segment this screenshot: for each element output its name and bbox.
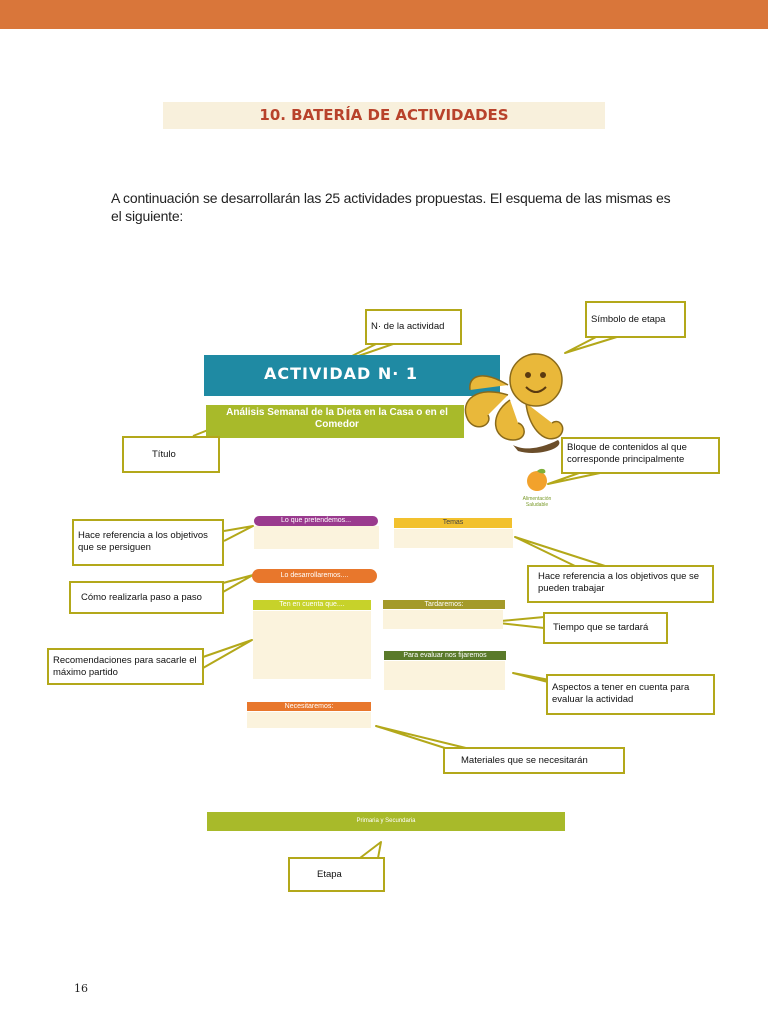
- pointer-objetivos: [224, 526, 253, 541]
- callout-num-actividad: N· de la actividad: [365, 309, 462, 345]
- healthy-eating-logo-icon: [525, 467, 549, 493]
- healthy-eating-logo-text: Alimentación Saludable: [514, 496, 560, 508]
- callout-materiales: Materiales que se necesitarán: [443, 747, 625, 774]
- callout-objetivos-trabajar: Hace referencia a los objetivos que se p…: [527, 565, 714, 603]
- field-tardaremos-box: [383, 610, 503, 629]
- field-necesitaremos-box: [247, 712, 371, 728]
- field-temas-label: Temas: [394, 518, 512, 528]
- activity-title-label: Análisis Semanal de la Dieta en la Casa …: [206, 407, 468, 431]
- callout-bloque-contenidos: Bloque de contenidos al que corresponde …: [561, 437, 720, 474]
- callout-objetivos: Hace referencia a los objetivos que se p…: [72, 519, 224, 566]
- field-desarrollaremos-label: Lo desarrollaremos....: [252, 569, 377, 583]
- callout-etapa: Etapa: [288, 857, 385, 892]
- page-number: 16: [74, 982, 88, 995]
- pointer-recomendaciones: [203, 640, 252, 668]
- callout-simbolo-etapa: Símbolo de etapa: [585, 301, 686, 338]
- field-tardaremos-label: Tardaremos:: [383, 600, 505, 609]
- pointer-bloque: [548, 473, 600, 484]
- field-evaluar-box: [384, 661, 505, 690]
- pointer-etapa: [360, 842, 381, 858]
- activity-number-label: ACTIVIDAD N· 1: [264, 364, 418, 383]
- field-necesitaremos-label: Necesitaremos:: [247, 702, 371, 711]
- pointer-materiales: [376, 726, 470, 749]
- callout-aspectos: Aspectos a tener en cuenta para evaluar …: [546, 674, 715, 715]
- callout-titulo: Título: [122, 436, 220, 473]
- field-pretendemos-box: [254, 526, 379, 549]
- field-evaluar-label: Para evaluar nos fijaremos: [384, 651, 506, 660]
- sun-stage-symbol-icon: [448, 345, 578, 455]
- field-pretendemos-label: Lo que pretendemos...: [254, 516, 378, 526]
- callout-recomendaciones: Recomendaciones para sacarle el máximo p…: [47, 648, 204, 685]
- stage-bar: Primaria y Secundaria: [207, 812, 565, 831]
- callout-tiempo: Tiempo que se tardará: [543, 612, 668, 644]
- field-ten-en-cuenta-label: Ten en cuenta que....: [253, 600, 371, 610]
- field-temas-box: [394, 529, 513, 548]
- pointer-como: [223, 575, 253, 592]
- field-ten-en-cuenta-box: [253, 611, 371, 679]
- callout-como-realizarla: Cómo realizarla paso a paso: [69, 581, 224, 614]
- pointer-objetivos-trabajar: [515, 537, 605, 566]
